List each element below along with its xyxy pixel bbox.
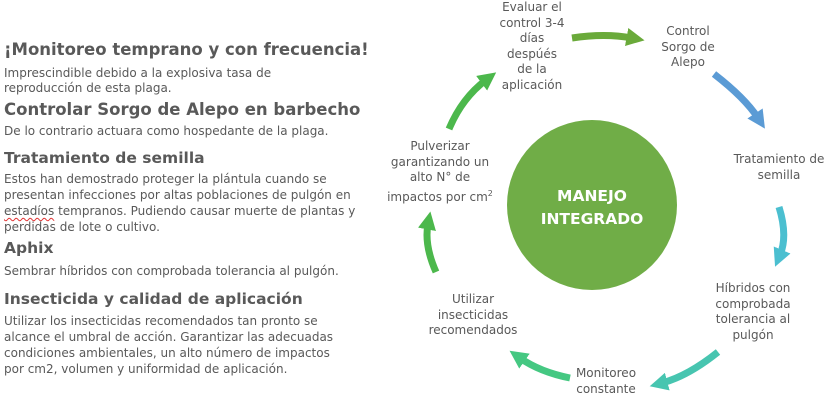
step-line: insecticidas	[437, 307, 509, 322]
arrow-utilizar-to-pulverizar	[418, 211, 440, 274]
step-line: comprobada	[715, 296, 791, 311]
step-line: constante	[576, 381, 636, 396]
step-line: Monitoreo	[575, 366, 637, 380]
step-line: semilla	[757, 167, 801, 182]
step-line: Control	[666, 24, 710, 38]
text-insecticida-2: alcance el umbral de acción. Garantizar …	[4, 330, 334, 344]
step-line: control 3-4	[499, 15, 565, 30]
arrow-monitoreo-to-utilizar	[509, 350, 571, 382]
step-pulverizar: Pulverizar garantizando un alto N° de im…	[384, 139, 496, 205]
step-line: pulgón	[732, 327, 774, 342]
step-line: Tratamiento de	[733, 152, 825, 166]
step-line-text: impactos por cm	[387, 189, 488, 204]
left-text-panel: ¡Monitoreo temprano y con frecuencia! Im…	[0, 0, 380, 400]
spellcheck-word: estadíos	[4, 204, 55, 218]
step-tratamiento-semilla: Tratamiento de semilla	[728, 152, 830, 183]
step-line: Alepo	[671, 55, 705, 69]
arrow-control-to-tratamiento	[711, 71, 765, 129]
arrow-tratamiento-to-hibridos	[773, 205, 791, 267]
step-evaluar: Evaluar el control 3-4 días despúés de l…	[488, 0, 576, 93]
step-line: Sorgo de	[661, 39, 715, 54]
text-insecticida-1: Utilizar los insecticidas recomendados t…	[4, 314, 318, 328]
arrow-hibridos-to-monitoreo	[649, 349, 721, 391]
step-line: despúés	[506, 46, 558, 61]
step-monitoreo: Monitoreo constante	[566, 366, 646, 397]
text-tratamiento-3: estadíos tempranos. Pudiendo causar muer…	[4, 204, 355, 220]
text-tratamiento-3b: tempranos. Pudiendo causar muerte de pla…	[54, 204, 356, 218]
text-insecticida-3: condiciones ambientales, un alto número …	[4, 346, 330, 360]
step-control-sorgo: Control Sorgo de Alepo	[648, 24, 728, 71]
center-title-line-2: INTEGRADO	[540, 210, 644, 228]
text-monitoreo-2: reproducción de esta plaga.	[4, 81, 172, 95]
step-line: días	[519, 31, 545, 45]
text-tratamiento-1: Estos han demostrado proteger la plántul…	[4, 172, 327, 186]
text-insecticida-4: por cm2, volumen y uniformidad de aplica…	[4, 362, 288, 376]
step-line: garantizando un	[390, 154, 490, 169]
center-title-line-1: MANEJO	[557, 187, 627, 205]
heading-monitoreo: ¡Monitoreo temprano y con frecuencia!	[4, 40, 369, 59]
step-line: aplicación	[501, 77, 563, 92]
step-line: de la	[517, 62, 547, 76]
step-line: tolerancia al	[715, 312, 791, 326]
step-line: Utilizar	[451, 292, 495, 306]
step-line: Pulverizar	[410, 139, 470, 153]
heading-insecticida: Insecticida y calidad de aplicación	[4, 290, 303, 308]
arrow-pulverizar-to-evaluar	[445, 72, 497, 131]
text-tratamiento-2: presentan infecciones por altas poblacio…	[4, 188, 351, 202]
center-title: MANEJO INTEGRADO	[517, 185, 667, 231]
step-line: impactos por cm2	[384, 186, 496, 206]
heading-sorgo: Controlar Sorgo de Alepo en barbecho	[4, 100, 361, 119]
step-line: Híbridos con	[715, 281, 791, 295]
arrow-evaluar-to-control	[571, 28, 645, 46]
center-circle	[507, 120, 677, 290]
step-utilizar-insecticidas: Utilizar insecticidas recomendados	[425, 292, 521, 339]
step-line: alto N° de	[409, 170, 471, 184]
heading-tratamiento: Tratamiento de semilla	[4, 149, 205, 167]
text-sorgo-1: De lo contrario actuara como hospedante …	[4, 124, 329, 138]
text-aphix-1: Sembrar híbridos con comprobada toleranc…	[4, 264, 339, 278]
step-line: Evaluar el	[502, 0, 562, 14]
step-hibridos: Híbridos con comprobada tolerancia al pu…	[705, 281, 801, 343]
step-line: recomendados	[428, 323, 518, 337]
superscript: 2	[487, 188, 493, 198]
heading-aphix: Aphix	[4, 239, 54, 257]
text-monitoreo-1: Imprescindible debido a la explosiva tas…	[4, 66, 272, 80]
text-tratamiento-4: perdidas de lote o cultivo.	[4, 220, 160, 234]
